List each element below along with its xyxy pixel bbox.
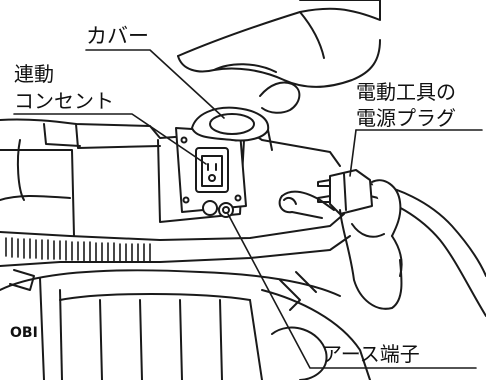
hinged-cover <box>191 106 273 151</box>
label-tool-plug-line1: 電動工具の <box>356 80 456 104</box>
label-tool-plug-line2: 電源プラグ <box>356 106 456 130</box>
leader-lines <box>13 49 483 369</box>
label-linked-outlet-line2: コンセント <box>14 89 114 113</box>
label-linked-outlet-line1: 連動 <box>14 62 54 86</box>
brand-mark: OBI <box>10 325 38 341</box>
outlet-panel <box>175 127 247 213</box>
lower-housing <box>0 269 371 380</box>
machine-body <box>0 118 351 267</box>
hand-lower <box>339 179 403 310</box>
hand-upper <box>177 0 381 114</box>
vent-grille <box>5 237 151 263</box>
earth-terminal <box>202 200 234 218</box>
label-earth-terminal: アース端子 <box>322 342 420 366</box>
label-cover: カバー <box>86 24 149 48</box>
power-plug <box>317 169 373 215</box>
